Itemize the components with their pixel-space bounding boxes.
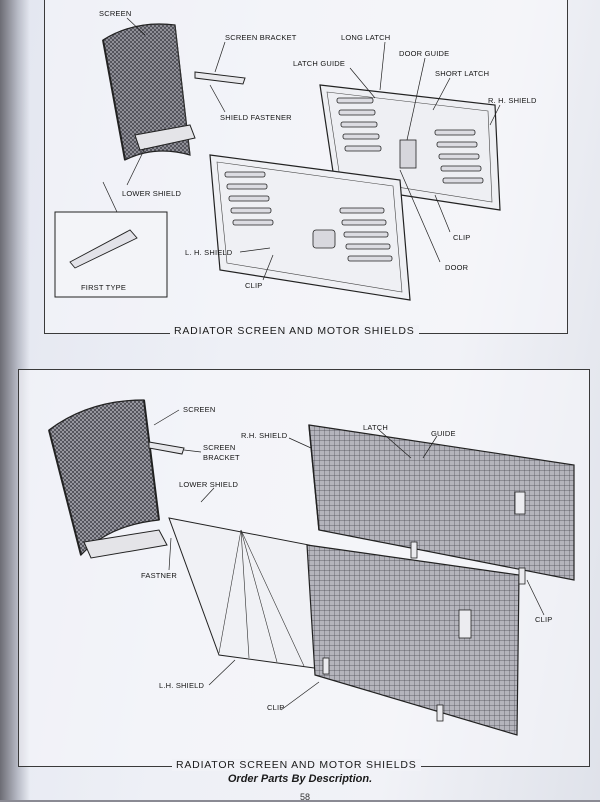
label-latch: LATCH	[363, 423, 388, 432]
label-short-latch: SHORT LATCH	[435, 69, 489, 78]
bottom-figure-caption: RADIATOR SCREEN AND MOTOR SHIELDS	[172, 759, 421, 771]
top-figure-panel: SCREEN SCREEN BRACKET SHIELD FASTENER LA…	[44, 0, 568, 334]
label-screen: SCREEN	[99, 9, 131, 18]
top-figure-drawing: SCREEN SCREEN BRACKET SHIELD FASTENER LA…	[54, 9, 537, 301]
label-clip-bottom: CLIP	[267, 703, 284, 712]
label-fastner: FASTNER	[141, 571, 177, 580]
label-lower-shield: LOWER SHIELD	[179, 480, 238, 489]
label-lh-shield: L. H. SHIELD	[185, 248, 233, 257]
label-door-guide: DOOR GUIDE	[399, 49, 449, 58]
label-latch-guide: LATCH GUIDE	[293, 59, 345, 68]
label-first-type: FIRST TYPE	[81, 283, 126, 292]
label-door: DOOR	[445, 263, 469, 272]
label-rh-shield: R. H. SHIELD	[488, 96, 537, 105]
page-number: 58	[300, 792, 311, 802]
bottom-figure-drawing: SCREEN SCREEN BRACKET R.H. SHIELD LATCH …	[48, 399, 575, 736]
label-lower-shield: LOWER SHIELD	[122, 189, 181, 198]
order-parts-note: Order Parts By Description.	[227, 773, 373, 785]
top-figure-caption: RADIATOR SCREEN AND MOTOR SHIELDS	[170, 325, 419, 337]
label-screen-bracket: SCREEN BRACKET	[225, 33, 297, 42]
label-shield-fastener: SHIELD FASTENER	[220, 113, 292, 122]
label-lh-shield: L.H. SHIELD	[159, 681, 205, 690]
label-clip-bottom: CLIP	[245, 281, 262, 290]
label-long-latch: LONG LATCH	[341, 33, 390, 42]
label-screen-bracket-1: SCREEN	[203, 443, 235, 452]
label-screen: SCREEN	[183, 405, 215, 414]
label-screen-bracket-2: BRACKET	[203, 453, 240, 462]
label-guide: GUIDE	[431, 429, 456, 438]
label-clip-right: CLIP	[535, 615, 552, 624]
bottom-figure-panel: SCREEN SCREEN BRACKET R.H. SHIELD LATCH …	[18, 369, 590, 767]
label-rh-shield: R.H. SHIELD	[241, 431, 288, 440]
label-clip-right: CLIP	[453, 233, 470, 242]
